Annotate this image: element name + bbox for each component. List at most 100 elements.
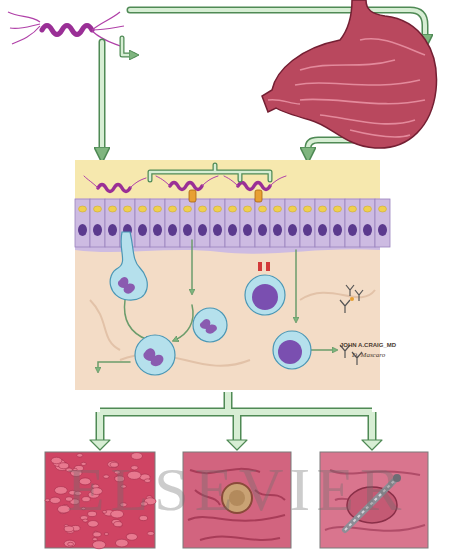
cell-nucleus	[348, 224, 357, 236]
cell-nucleus	[252, 284, 278, 310]
epithelial-cell	[360, 199, 375, 247]
epithelial-cell	[270, 199, 285, 247]
stomach	[262, 0, 437, 148]
arrowhead	[90, 440, 382, 450]
mucosal-nodule	[104, 533, 108, 536]
immune-cells	[110, 232, 363, 375]
cell-nucleus	[363, 224, 372, 236]
epithelial-cell	[300, 199, 315, 247]
cell-nucleus	[78, 224, 87, 236]
cell-nucleus	[288, 224, 297, 236]
watermark: ELSEVIER	[67, 455, 408, 523]
epithelial-cell	[135, 199, 150, 247]
cell-nucleus	[228, 224, 237, 236]
epithelial-cell	[210, 199, 225, 247]
mucosal-nodule	[92, 538, 97, 541]
mucosal-nodule	[115, 539, 128, 547]
mucin-granule	[244, 206, 252, 212]
plasma-cell	[273, 331, 311, 369]
antigen	[350, 297, 354, 301]
mucosa-panel	[75, 160, 390, 390]
receptor	[266, 262, 270, 271]
cell-nucleus	[138, 224, 147, 236]
mucin-granule	[124, 206, 132, 212]
mucosal-nodule	[64, 540, 75, 547]
artist-signature: JOHN A.CRAIG_MD	[340, 342, 396, 349]
cell-nucleus	[93, 224, 102, 236]
cell-nucleus	[243, 224, 252, 236]
mucin-granule	[79, 206, 87, 212]
flagellum	[84, 176, 286, 188]
epithelial-cell	[375, 199, 390, 247]
mucosal-nodule	[64, 526, 74, 532]
arrow	[150, 165, 270, 180]
flagellum	[10, 24, 40, 29]
flagellum	[8, 12, 40, 22]
stomach-outline	[262, 0, 437, 148]
mucin-granule	[139, 206, 147, 212]
cell-nucleus	[278, 340, 302, 364]
mucin-granule	[334, 206, 342, 212]
mucosal-nodule	[68, 542, 74, 546]
mucosal-nodule	[147, 531, 154, 535]
arrow	[310, 349, 335, 351]
mucin-granule	[304, 206, 312, 212]
mucosal-nodule	[93, 532, 101, 537]
cell-nucleus	[183, 224, 192, 236]
mucin-granule	[379, 206, 387, 212]
bacterium	[8, 12, 124, 46]
arrow-outline	[150, 165, 270, 180]
cell-nucleus	[118, 277, 135, 294]
arrow	[100, 392, 372, 440]
mucosal-nodule	[50, 497, 61, 503]
neutrophil	[193, 308, 227, 342]
epithelial-cell	[105, 199, 120, 247]
mucin-granule	[289, 206, 297, 212]
arrow	[100, 42, 104, 155]
epithelial-cell	[285, 199, 300, 247]
rugal-folds	[295, 39, 425, 137]
epithelial-cell	[225, 199, 240, 247]
toxin-protein	[189, 190, 196, 202]
neutrophil	[110, 232, 147, 300]
flagellum	[12, 26, 40, 44]
outcome-arrows	[90, 392, 382, 450]
cell-nucleus	[303, 224, 312, 236]
epithelial-cell	[150, 199, 165, 247]
mucin-granule	[229, 206, 237, 212]
lymphocyte	[245, 275, 285, 315]
epithelial-cell	[180, 199, 195, 247]
cell-nucleus	[198, 224, 207, 236]
epithelial-cell	[255, 199, 270, 247]
mucin-granule	[349, 206, 357, 212]
panel-arrows	[98, 165, 335, 370]
pylorus-fold	[268, 100, 300, 104]
antibody	[340, 285, 363, 313]
bacterium-body	[238, 183, 270, 190]
mucosal-nodule	[92, 541, 105, 549]
arrow	[124, 300, 148, 340]
epithelial-cell	[240, 199, 255, 247]
artist-signature: D. Mascaro	[352, 352, 385, 360]
arrow-outline	[122, 38, 134, 55]
mucin-granule	[199, 206, 207, 212]
arrow	[175, 305, 193, 340]
arrow	[122, 38, 134, 55]
cell-nucleus	[318, 224, 327, 236]
mucin-granule	[109, 206, 117, 212]
mucin-granule	[169, 206, 177, 212]
receptor	[258, 262, 262, 271]
arrow	[98, 362, 130, 370]
neutrophil	[135, 335, 175, 375]
mucosal-nodule	[126, 533, 137, 540]
cell-nucleus	[153, 224, 162, 236]
epithelial-cell	[195, 199, 210, 247]
epithelial-cell	[330, 199, 345, 247]
arrow-outline	[100, 392, 372, 440]
cell-nucleus	[378, 224, 387, 236]
mucin-granule	[364, 206, 372, 212]
mucin-granule	[184, 206, 192, 212]
mucin-granule	[259, 206, 267, 212]
epithelial-cell	[165, 199, 180, 247]
cell-nucleus	[108, 224, 117, 236]
